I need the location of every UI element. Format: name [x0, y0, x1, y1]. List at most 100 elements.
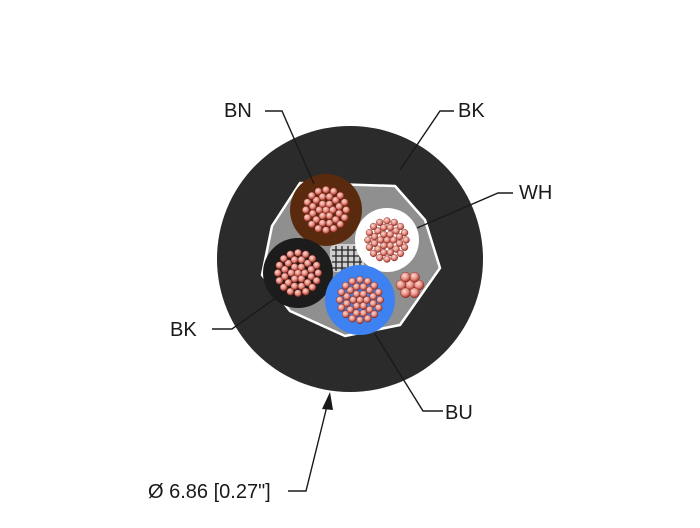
copper-strand — [301, 287, 310, 296]
copper-strand — [314, 224, 323, 233]
copper-strand — [308, 283, 317, 292]
copper-strand — [390, 254, 398, 262]
copper-strand — [395, 279, 407, 291]
copper-strand — [369, 222, 378, 231]
copper-strand — [386, 223, 394, 232]
copper-strand — [331, 196, 340, 205]
copper-strand — [365, 243, 374, 251]
copper-strand — [396, 222, 405, 231]
copper-strand — [356, 275, 364, 284]
copper-strand — [383, 217, 391, 225]
copper-strand — [290, 263, 299, 271]
leader-bk-top — [399, 110, 454, 171]
copper-strand — [363, 277, 372, 286]
copper-strand — [374, 245, 382, 253]
copper-strand — [294, 248, 302, 257]
copper-strand — [322, 226, 330, 234]
copper-strand — [300, 269, 309, 277]
copper-strand — [392, 227, 400, 235]
copper-strand — [280, 265, 289, 274]
copper-strand — [352, 309, 361, 318]
label-bk-jacket: BK — [458, 100, 485, 122]
copper-strand — [307, 265, 316, 274]
diameter-arrowhead — [322, 392, 333, 410]
copper-strand — [389, 236, 398, 244]
copper-strand — [401, 243, 409, 251]
leader-diameter — [288, 401, 329, 492]
copper-strand — [340, 198, 349, 207]
copper-strand — [294, 289, 302, 298]
copper-strand — [328, 206, 337, 214]
copper-strand — [312, 196, 321, 205]
copper-strand — [364, 236, 372, 244]
copper-strand — [365, 286, 374, 295]
copper-strand — [374, 288, 383, 297]
center-shield-mesh — [330, 244, 364, 272]
copper-strand — [308, 202, 317, 211]
copper-strand — [337, 288, 346, 297]
copper-strand — [376, 218, 384, 227]
copper-strand — [380, 248, 388, 257]
copper-strand — [312, 261, 321, 270]
copper-strand — [303, 259, 312, 268]
copper-strand — [318, 219, 327, 227]
copper-strand — [376, 236, 385, 244]
conductor-brown — [290, 174, 362, 246]
copper-strand — [395, 233, 404, 241]
copper-strand — [370, 233, 379, 241]
copper-strand — [297, 255, 306, 264]
copper-strand — [376, 296, 385, 304]
copper-strand — [275, 261, 284, 270]
copper-strand — [297, 275, 306, 283]
copper-strand — [279, 283, 288, 292]
copper-strand — [383, 255, 391, 263]
copper-strand — [312, 276, 321, 285]
copper-strand — [365, 229, 374, 237]
copper-strand — [396, 249, 405, 258]
copper-strand — [342, 292, 351, 301]
copper-strand — [303, 278, 312, 287]
copper-strand — [359, 282, 368, 291]
copper-strand — [322, 185, 330, 194]
copper-strand — [363, 314, 372, 323]
copper-strand — [348, 277, 357, 286]
copper-strand — [352, 290, 361, 298]
copper-strand — [303, 213, 312, 222]
copper-strand — [325, 192, 334, 201]
copper-strand — [286, 287, 295, 296]
copper-strand — [273, 269, 282, 277]
copper-strand — [314, 187, 323, 196]
copper-strand — [287, 269, 296, 277]
copper-strand — [335, 296, 344, 304]
copper-strand — [308, 254, 317, 263]
label-bu: BU — [445, 402, 473, 424]
copper-strand — [312, 215, 321, 224]
copper-strand — [337, 303, 346, 312]
copper-strand — [290, 282, 299, 291]
copper-strand — [376, 254, 384, 262]
copper-strand — [340, 213, 349, 222]
copper-strand — [365, 305, 374, 314]
label-bn: BN — [224, 100, 252, 122]
copper-strand — [356, 316, 364, 325]
copper-strand — [400, 272, 411, 283]
copper-strand — [318, 200, 327, 208]
copper-strand — [346, 305, 355, 314]
copper-strand — [349, 296, 358, 304]
copper-strand — [342, 206, 351, 214]
leader-bu — [374, 333, 443, 412]
copper-strand — [413, 279, 425, 291]
copper-strand — [346, 286, 355, 295]
label-diameter: Ø 6.86 [0.27"] — [148, 481, 271, 503]
conductor-black — [263, 238, 333, 308]
copper-strand — [331, 215, 340, 224]
copper-strand — [400, 287, 411, 298]
copper-strand — [315, 206, 324, 214]
label-wh: WH — [519, 182, 553, 204]
copper-strand — [390, 218, 398, 227]
copper-strand — [386, 230, 394, 239]
copper-strand — [307, 191, 316, 200]
copper-strand — [369, 249, 378, 258]
